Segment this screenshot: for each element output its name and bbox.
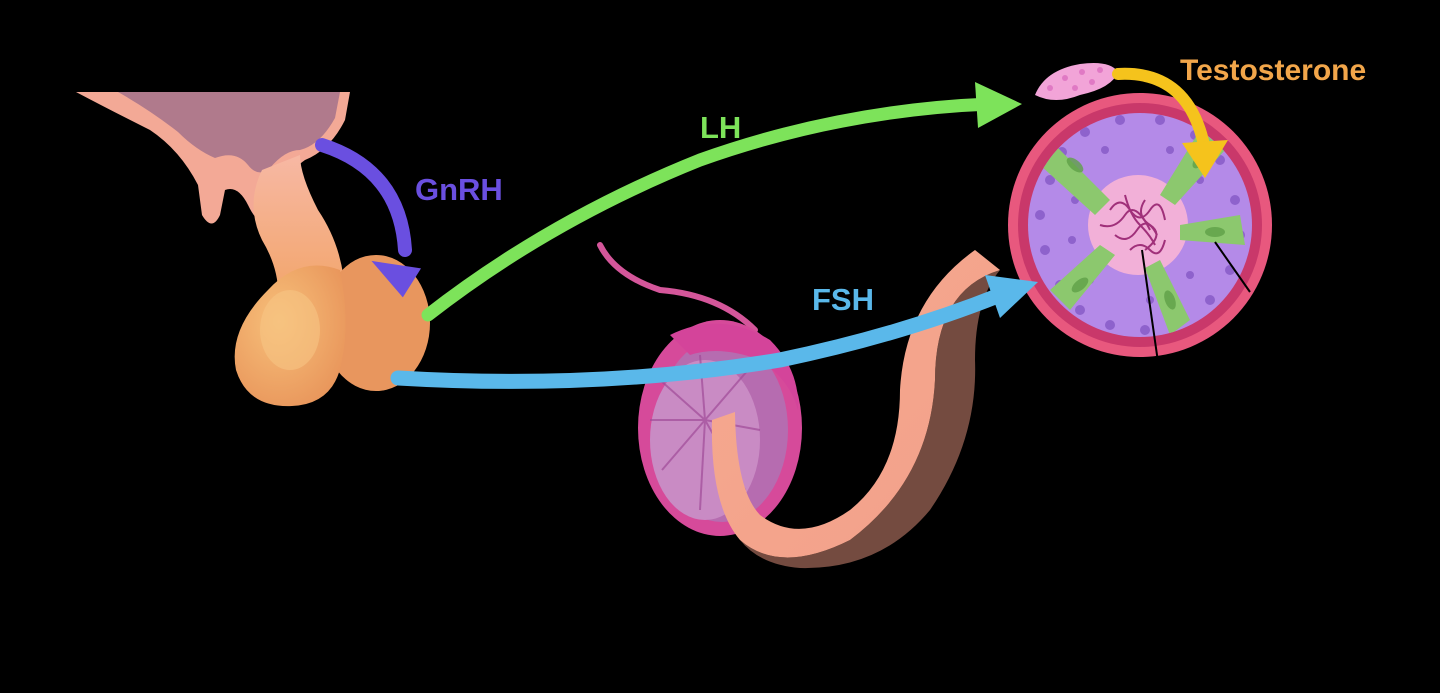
testosterone-arrow	[1112, 67, 1228, 178]
lh-label: LH	[700, 110, 741, 145]
sperm-tails	[1099, 194, 1166, 255]
lh-arrow	[421, 82, 1022, 322]
gnrh-label: GnRH	[415, 172, 503, 207]
fsh-arrow	[390, 275, 1038, 389]
seminiferous-tubule	[1008, 93, 1272, 363]
hypothalamus	[76, 92, 350, 224]
gnrh-arrow	[315, 138, 422, 298]
fsh-label: FSH	[812, 282, 874, 317]
vas-deferens	[597, 242, 758, 333]
testosterone-label: Testosterone	[1180, 54, 1366, 87]
leydig-cells	[1035, 63, 1118, 100]
